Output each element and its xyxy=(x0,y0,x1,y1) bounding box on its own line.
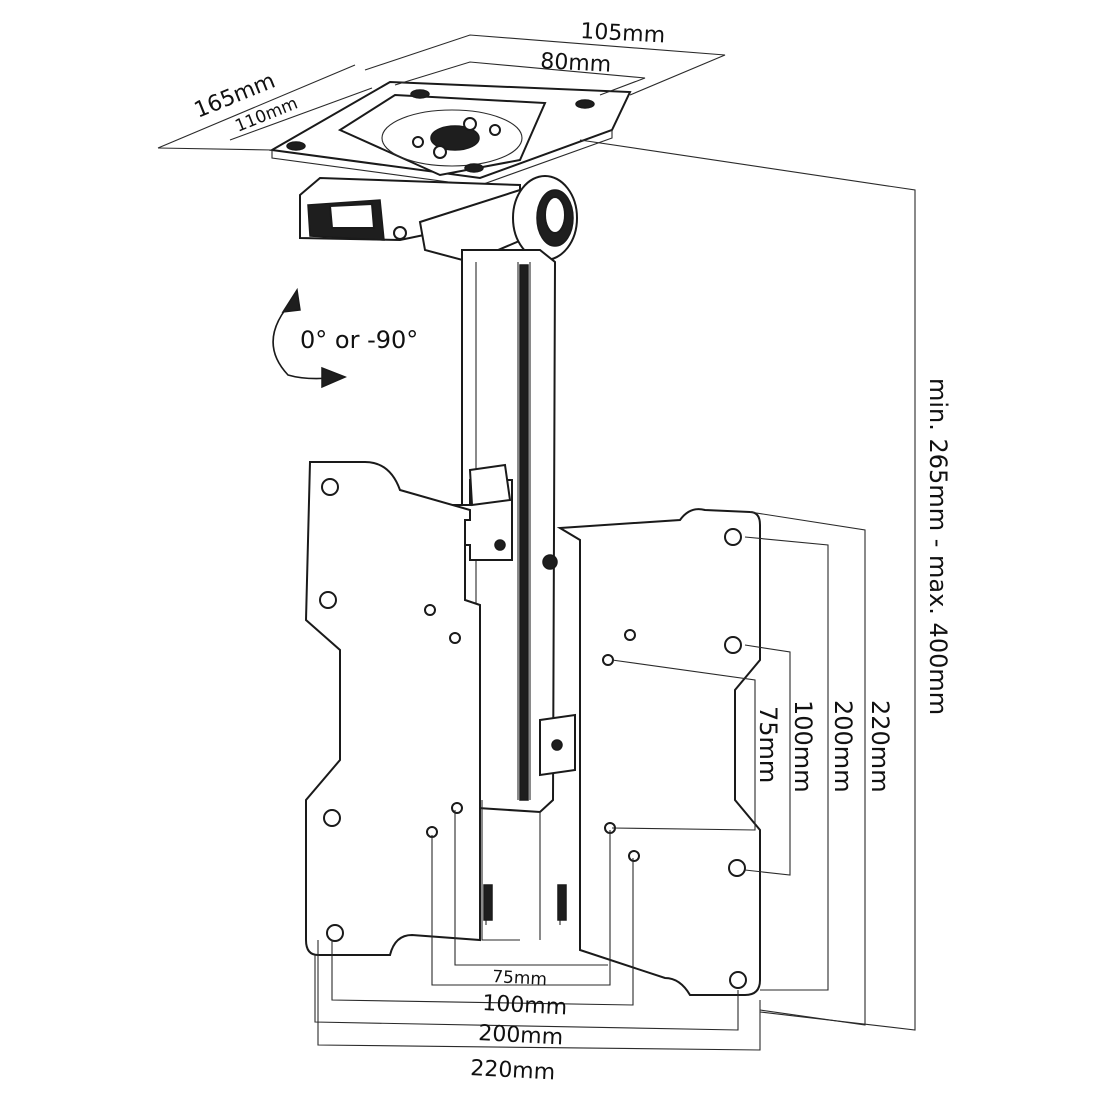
label-vesa-v-220: 220mm xyxy=(470,1056,556,1085)
label-drop-height: min. 265mm - max. 400mm xyxy=(924,378,952,715)
label-vesa-h-75: 75mm xyxy=(754,706,782,783)
label-top-hole-width: 80mm xyxy=(540,49,612,78)
tilt-arrow xyxy=(272,287,347,389)
label-vesa-v-75: 75mm xyxy=(492,967,548,990)
label-vesa-h-200: 200mm xyxy=(829,700,857,793)
dimension-lines xyxy=(157,34,916,1051)
label-top-width: 105mm xyxy=(580,19,666,48)
label-vesa-h-220: 220mm xyxy=(866,700,894,793)
label-vesa-h-100: 100mm xyxy=(789,700,817,793)
label-vesa-v-100: 100mm xyxy=(482,991,568,1020)
tilt-hinge xyxy=(299,175,578,264)
label-tilt: 0° or -90° xyxy=(300,326,418,354)
label-vesa-v-200: 200mm xyxy=(478,1021,564,1050)
ceiling-plate xyxy=(268,80,632,187)
